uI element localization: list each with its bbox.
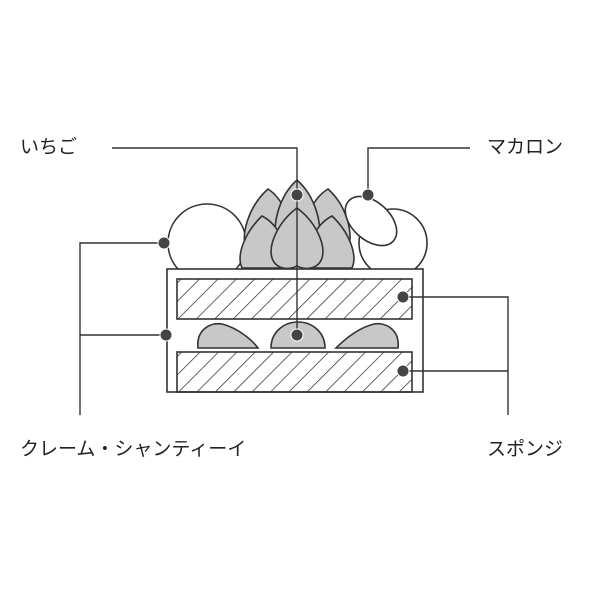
marker-dot: [157, 236, 171, 250]
marker-dot: [396, 290, 410, 304]
marker-dot: [159, 328, 173, 342]
leader-cream: [79, 242, 164, 415]
marker-dot: [361, 188, 375, 202]
label-macaron: マカロン: [487, 136, 564, 158]
label-sponge: スポンジ: [487, 438, 564, 460]
sponge-bottom: [176, 351, 413, 393]
marker-dot: [290, 188, 304, 202]
leader-strawberry: [112, 147, 298, 335]
macaron: [344, 195, 398, 247]
strawberry-slice-right: [334, 322, 399, 349]
label-cream: クレーム・シャンティーイ: [20, 438, 247, 460]
leader-lines: [79, 147, 509, 415]
label-strawberry: いちご: [20, 136, 78, 158]
sponge-top: [176, 278, 413, 320]
leader-sponge: [403, 296, 509, 415]
marker-dot: [396, 364, 410, 378]
strawberry-slice-left: [197, 322, 260, 349]
marker-dot: [290, 328, 304, 342]
leader-macaron: [367, 147, 470, 195]
